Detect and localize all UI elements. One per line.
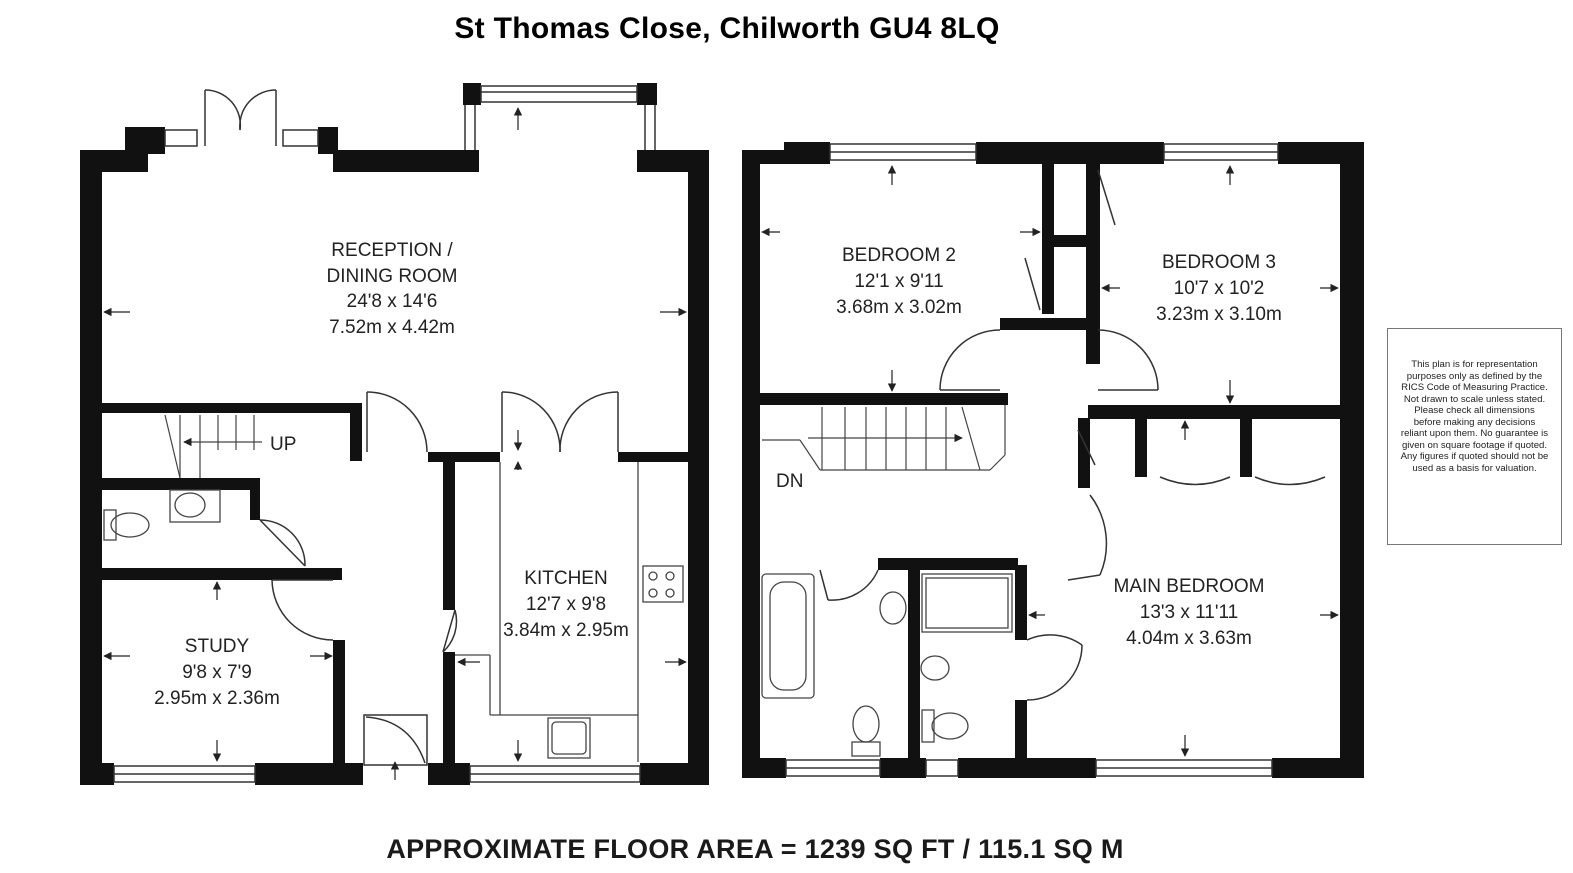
bedroom2-metric: 3.68m x 3.02m — [836, 297, 962, 318]
ground-floor-dimension-arrows — [103, 107, 687, 780]
kitchen-metric: 3.84m x 2.95m — [503, 620, 629, 641]
first-floor-doors — [819, 169, 1326, 701]
kitchen-imperial: 12'7 x 9'8 — [526, 594, 606, 615]
ground-floor-windows — [113, 765, 641, 783]
ground-floor-plan: RECEPTION / DINING ROOM 24'8 x 14'6 7.52… — [80, 83, 709, 785]
french-doors — [164, 89, 319, 147]
page-title: St Thomas Close, Chilworth GU4 8LQ — [454, 12, 1000, 45]
first-floor-dimension-arrows — [761, 165, 1339, 757]
stairs-down — [762, 405, 1006, 471]
reception-metric: 7.52m x 4.42m — [329, 317, 455, 338]
study-name: STUDY — [185, 636, 250, 657]
first-floor-walls — [742, 142, 1364, 778]
reception-name-line1: RECEPTION / — [331, 240, 453, 261]
stairs-down-label: DN — [776, 471, 803, 492]
ground-floor-doors — [259, 391, 619, 766]
first-floor-windows — [785, 143, 1279, 777]
stairs-up-label: UP — [270, 434, 296, 455]
reception-name-line2: DINING ROOM — [327, 266, 458, 287]
floor-area-footer: APPROXIMATE FLOOR AREA = 1239 SQ FT / 11… — [386, 834, 1124, 864]
bedroom3-metric: 3.23m x 3.10m — [1156, 304, 1282, 325]
study-metric: 2.95m x 2.36m — [154, 688, 280, 709]
bedroom3-imperial: 10'7 x 10'2 — [1174, 278, 1265, 299]
bedroom2-name: BEDROOM 2 — [842, 245, 956, 266]
ground-floor-walls — [80, 83, 709, 785]
bedroom3-name: BEDROOM 3 — [1162, 252, 1276, 273]
main-bedroom-name: MAIN BEDROOM — [1114, 576, 1265, 597]
first-floor-plan: BEDROOM 2 12'1 x 9'11 3.68m x 3.02m BEDR… — [742, 142, 1364, 778]
main-bedroom-metric: 4.04m x 3.63m — [1126, 628, 1252, 649]
kitchen-name: KITCHEN — [524, 568, 607, 589]
stairs-up — [164, 414, 262, 479]
kitchen-fittings — [455, 462, 684, 762]
bathroom-fixtures — [761, 573, 1013, 757]
cloakroom-fixtures — [103, 489, 221, 541]
bedroom2-imperial: 12'1 x 9'11 — [854, 271, 943, 292]
reception-imperial: 24'8 x 14'6 — [347, 291, 438, 312]
study-imperial: 9'8 x 7'9 — [182, 662, 252, 683]
disclaimer-box: This plan is for representation purposes… — [1387, 328, 1562, 545]
main-bedroom-imperial: 13'3 x 11'11 — [1140, 602, 1238, 623]
bay-window — [464, 85, 656, 150]
